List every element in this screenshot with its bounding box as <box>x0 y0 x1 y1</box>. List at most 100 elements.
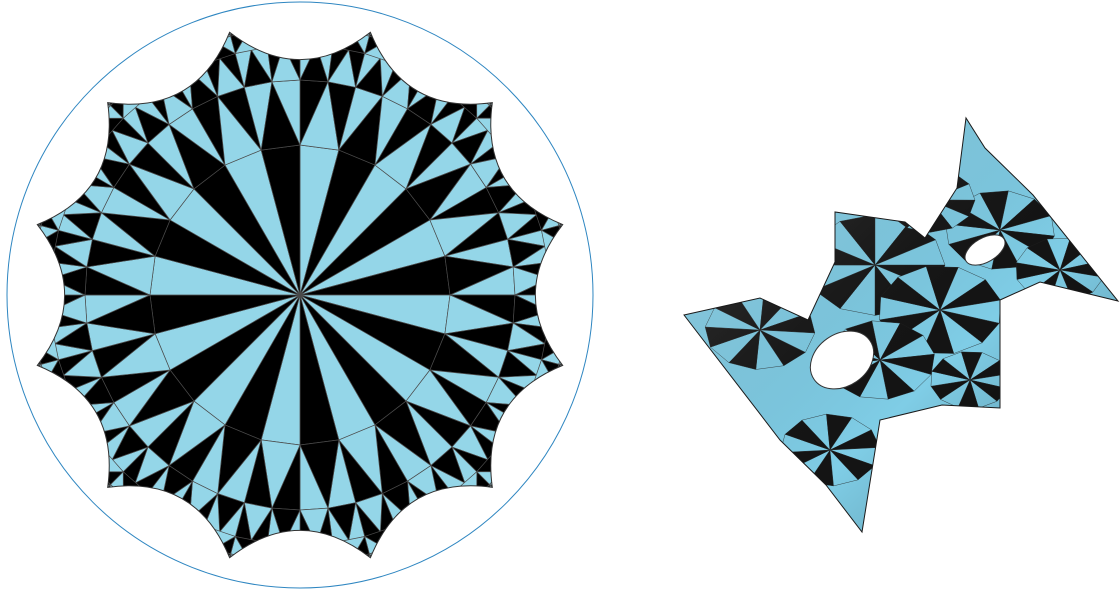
tile-ring <box>68 458 87 468</box>
tile-ring <box>175 512 204 536</box>
tile-ring <box>181 47 204 64</box>
tile-ring <box>563 230 580 242</box>
tile-ring <box>352 554 369 573</box>
tile-ring <box>110 57 127 69</box>
tile-ring <box>463 508 473 527</box>
tile-ring <box>68 146 84 170</box>
tile-ring <box>34 328 52 348</box>
tile-ring <box>418 35 426 54</box>
tile-ring <box>374 8 392 25</box>
tile-ring <box>95 76 112 93</box>
tile-ring <box>19 186 36 203</box>
surface-tile <box>885 184 930 200</box>
tile-ring <box>458 46 474 58</box>
tile-ring <box>194 11 208 25</box>
tile-ring <box>123 493 148 507</box>
tile-ring <box>80 472 99 483</box>
tile-ring <box>151 63 175 79</box>
tile-ring <box>68 122 87 132</box>
tile-ring <box>23 404 37 419</box>
tile-ring <box>60 391 84 420</box>
tile-ring <box>281 579 300 594</box>
tile-ring <box>523 429 542 446</box>
tile-ring <box>548 192 567 208</box>
tile-ring <box>333 543 353 561</box>
tile-ring <box>150 53 167 72</box>
tile-ring <box>434 518 451 537</box>
tile-ring <box>53 429 68 446</box>
tile-ring <box>74 114 87 132</box>
tile-ring <box>158 30 174 48</box>
tile-ring <box>300 10 309 27</box>
tile-ring <box>498 444 522 458</box>
tile-ring <box>16 258 34 267</box>
tile-ring <box>458 532 474 544</box>
tile-ring <box>419 535 435 550</box>
tile-ring <box>231 17 248 36</box>
tile-ring <box>46 192 69 208</box>
tile-ring <box>281 10 290 27</box>
tile-ring <box>40 413 59 421</box>
tile-ring <box>570 387 584 401</box>
tile-ring <box>37 177 53 192</box>
tile-ring <box>158 44 167 63</box>
tile-ring <box>386 28 402 47</box>
tile-ring <box>261 0 271 12</box>
tile-ring <box>537 137 555 153</box>
tile-ring <box>197 41 213 64</box>
tile-ring <box>513 114 526 132</box>
tile-ring <box>263 561 272 579</box>
tile-ring <box>328 561 337 579</box>
tile-ring <box>19 341 37 350</box>
tile-ring <box>537 453 549 469</box>
tile-ring <box>77 444 101 458</box>
tile-ring <box>526 105 538 122</box>
tile-ring <box>282 27 300 45</box>
tile-ring <box>17 330 34 341</box>
tile-ring <box>150 518 167 537</box>
tile-ring <box>498 143 522 170</box>
tile-ring <box>32 295 50 313</box>
tile-ring <box>300 563 309 580</box>
tile-ring <box>30 195 46 209</box>
tile-ring <box>514 90 525 107</box>
tile-ring <box>523 444 542 453</box>
tile-ring <box>127 63 137 82</box>
tile-ring <box>403 535 419 554</box>
tile-ring <box>16 387 30 401</box>
tile-ring <box>68 129 87 146</box>
tile-ring <box>335 14 352 32</box>
tile-ring <box>517 414 541 429</box>
tile-ring <box>15 295 32 313</box>
tile-ring <box>419 527 435 546</box>
tile-ring <box>531 192 554 208</box>
tile-ring <box>396 55 425 79</box>
tile-ring <box>523 444 537 461</box>
tile-ring <box>563 341 581 350</box>
tile-ring <box>443 542 459 555</box>
tile-ring <box>272 562 282 579</box>
tile-ring <box>513 129 532 146</box>
tile-ring <box>425 512 449 528</box>
tile-ring <box>434 53 451 72</box>
tile-ring <box>356 3 374 20</box>
tile-ring <box>501 472 520 483</box>
tile-ring <box>419 39 435 54</box>
tile-ring <box>443 35 459 48</box>
tile-ring <box>434 527 451 542</box>
tile-ring <box>474 521 491 533</box>
tile-ring <box>396 512 425 536</box>
tile-ring <box>559 226 578 243</box>
tile-ring <box>392 565 406 579</box>
tile-ring <box>523 137 542 146</box>
tile-ring <box>134 518 151 532</box>
tile-ring <box>49 161 68 177</box>
tile-ring <box>318 543 335 563</box>
tile-ring <box>386 25 400 41</box>
tile-ring <box>49 414 68 430</box>
tile-ring <box>501 458 520 476</box>
tile-ring <box>566 330 583 341</box>
tile-ring <box>523 129 537 146</box>
tile-ring <box>15 304 32 313</box>
tiling-layer <box>0 0 600 594</box>
